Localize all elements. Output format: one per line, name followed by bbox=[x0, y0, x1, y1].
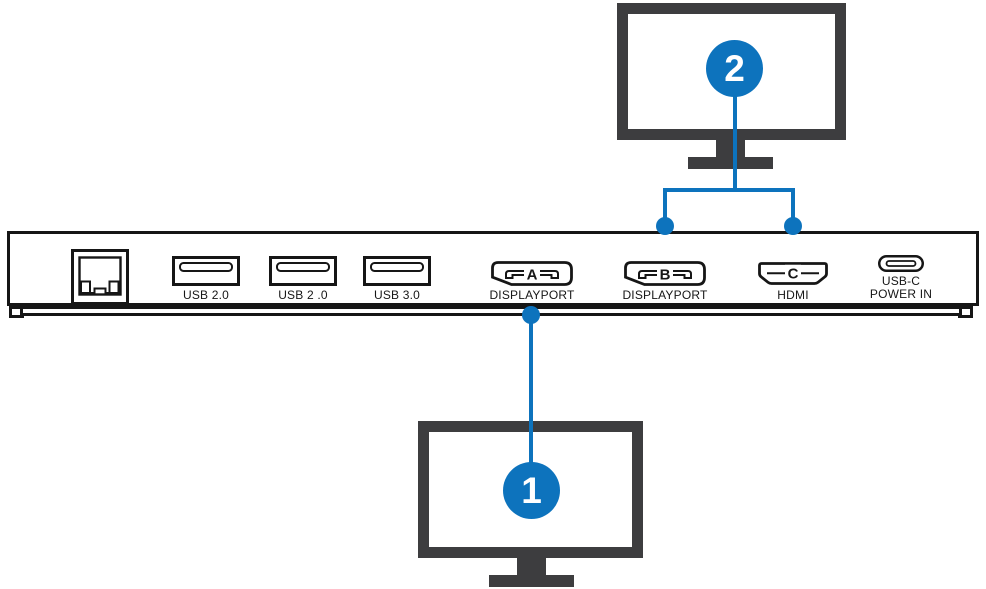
connection-1-stem-line bbox=[529, 315, 533, 463]
monitor-1-stand-base bbox=[489, 575, 574, 587]
usb-a-port-2-icon bbox=[269, 256, 337, 286]
usb-c-port-label: USB-C bbox=[881, 274, 921, 288]
usb-c-port-sublabel: POWER IN bbox=[869, 287, 933, 301]
ethernet-port-icon bbox=[71, 249, 129, 305]
usb-c-port-icon bbox=[878, 255, 924, 272]
connector-dot-displayport-a bbox=[522, 306, 540, 324]
displayport-b-label: DISPLAYPORT bbox=[622, 288, 708, 302]
displayport-a-label: DISPLAYPORT bbox=[489, 288, 575, 302]
displayport-a-letter: A bbox=[527, 267, 538, 284]
dock-base-lip bbox=[20, 306, 962, 316]
usb-a-port-1-label: USB 2.0 bbox=[182, 288, 230, 302]
monitor-2-stand-neck bbox=[716, 140, 745, 157]
monitor-2 bbox=[617, 3, 846, 140]
step-badge-2: 2 bbox=[706, 40, 763, 97]
monitor-1-stand-neck bbox=[517, 558, 546, 575]
connector-dot-displayport-b bbox=[656, 217, 674, 235]
connection-2-split-bar bbox=[663, 188, 795, 192]
displayport-b-icon: B bbox=[624, 261, 706, 286]
usb-a-port-3-icon bbox=[363, 256, 431, 286]
step-badge-1-number: 1 bbox=[521, 469, 542, 511]
hdmi-port-icon: C bbox=[758, 262, 828, 285]
connection-2-stem-line bbox=[733, 94, 737, 190]
hdmi-port-letter: C bbox=[788, 266, 799, 283]
usb-a-port-3-label: USB 3.0 bbox=[373, 288, 421, 302]
connection-2-right-drop-line bbox=[791, 190, 795, 226]
monitor-2-stand-base bbox=[688, 157, 773, 169]
displayport-b-letter: B bbox=[660, 267, 671, 284]
displayport-a-icon: A bbox=[491, 261, 573, 286]
step-badge-2-number: 2 bbox=[724, 47, 745, 89]
step-badge-1: 1 bbox=[503, 462, 560, 519]
usb-a-port-2-label: USB 2 .0 bbox=[278, 288, 328, 302]
hdmi-port-label: HDMI bbox=[777, 288, 809, 302]
usb-a-port-1-icon bbox=[172, 256, 240, 286]
connector-dot-hdmi-c bbox=[784, 217, 802, 235]
connection-2-left-drop-line bbox=[663, 190, 667, 226]
